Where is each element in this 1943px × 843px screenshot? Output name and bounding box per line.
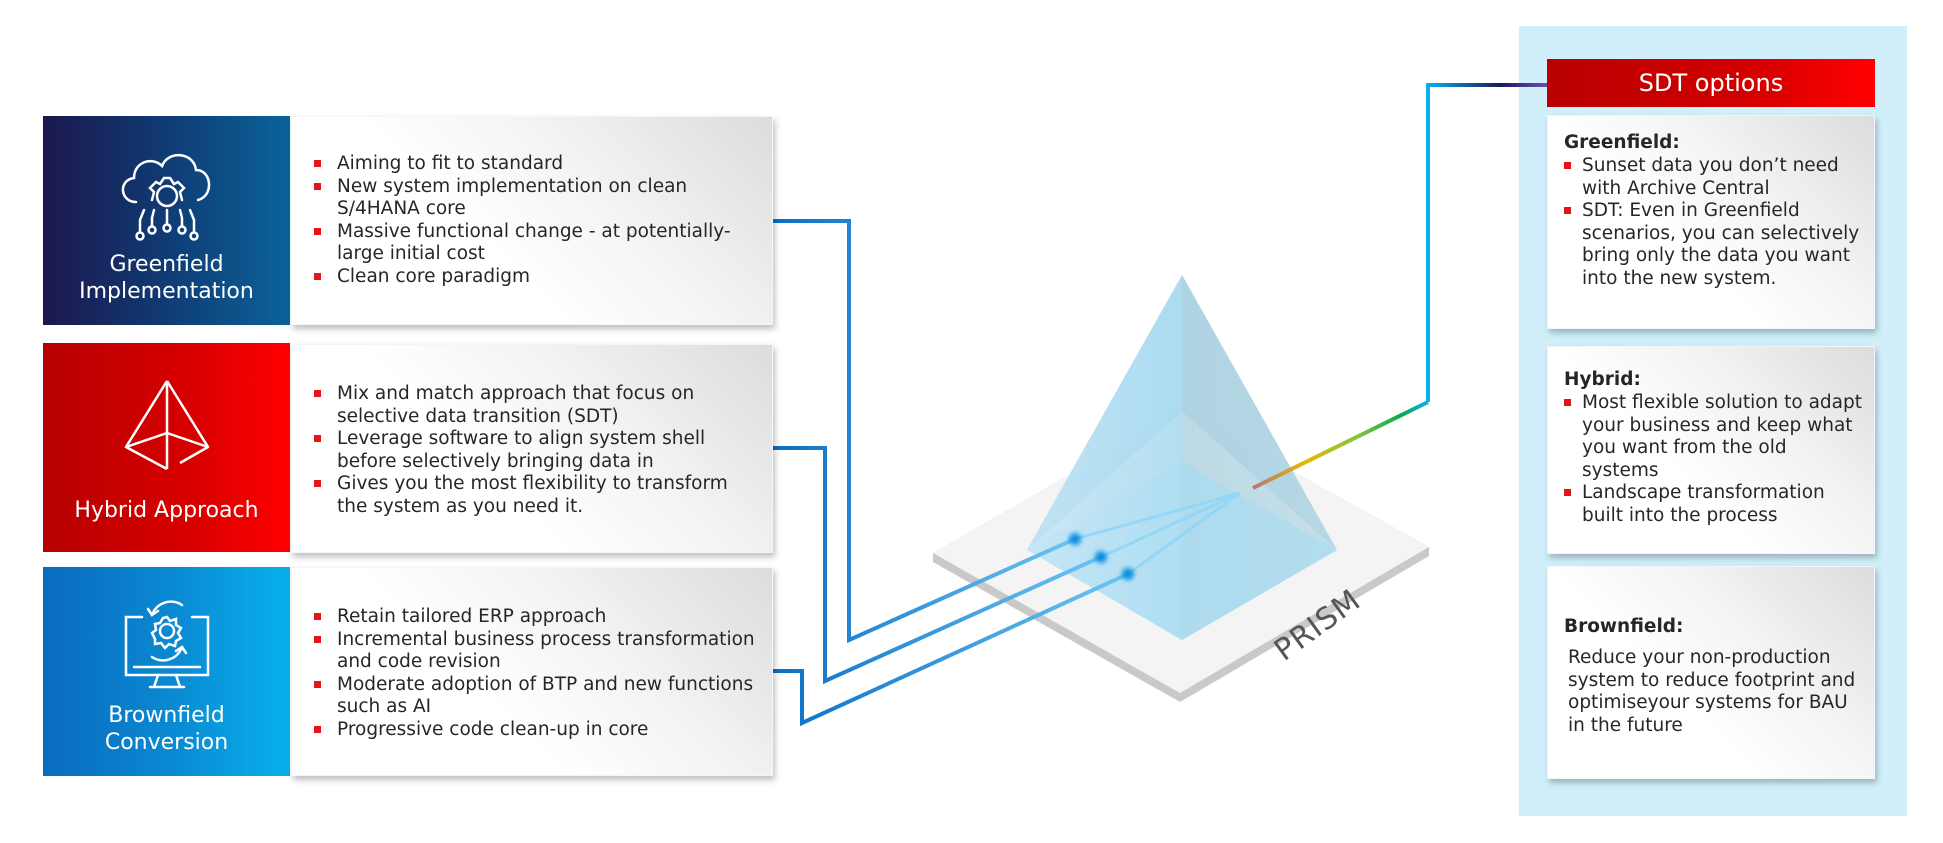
- bullet-item: SDT: Even in Greenfield scenarios, you c…: [1542, 200, 1864, 290]
- brownfield-description-card: Retain tailored ERP approach Incremental…: [291, 567, 773, 776]
- hybrid-description-card: Mix and match approach that focus on sel…: [291, 344, 773, 553]
- connector-greenfield: [773, 219, 1076, 644]
- bullet-item: Massive functional change - at potential…: [292, 221, 762, 266]
- brownfield-tile: Brownfield Conversion: [43, 567, 290, 776]
- monitor-gear-cycle-icon: [124, 600, 209, 689]
- brownfield-title-line1: Brownfield: [108, 703, 225, 728]
- connector-hybrid: [773, 446, 1102, 685]
- hybrid-tile: Hybrid Approach: [43, 343, 290, 552]
- bullet-item: New system implementation on clean S/4HA…: [292, 176, 762, 221]
- beam-dot: [1069, 533, 1081, 545]
- beam-dot: [1122, 568, 1134, 580]
- hybrid-title-line1: Hybrid Approach: [74, 498, 259, 523]
- bullet-item: Most flexible solution to adapt your bus…: [1542, 392, 1864, 482]
- beam-dot: [1095, 551, 1107, 563]
- brownfield-bullet-list: Retain tailored ERP approach Incremental…: [292, 606, 762, 741]
- bullet-item: Incremental business process transformat…: [292, 629, 762, 674]
- sdt-hybrid-heading: Hybrid:: [1564, 369, 1641, 390]
- sdt-brownfield-card: Brownfield: Reduce your non-production s…: [1547, 566, 1875, 779]
- bullet-item: Mix and match approach that focus on sel…: [292, 383, 762, 428]
- bullet-item: Gives you the most flexibility to transf…: [292, 473, 762, 518]
- bullet-item: Moderate adoption of BTP and new functio…: [292, 674, 762, 719]
- cloud-gear-circuit-icon: [121, 154, 210, 241]
- prism-shape: [1027, 275, 1337, 640]
- bullet-item: Retain tailored ERP approach: [292, 606, 762, 629]
- greenfield-title: Greenfield Implementation: [79, 251, 254, 305]
- brownfield-title-line2: Conversion: [104, 730, 229, 755]
- sdt-brownfield-heading: Brownfield:: [1564, 616, 1684, 637]
- bullet-item: Aiming to fit to standard: [292, 153, 762, 176]
- hybrid-title: Hybrid Approach: [74, 497, 258, 524]
- sdt-greenfield-bullets: Sunset data you don’t need with Archive …: [1542, 155, 1864, 290]
- prism-inner-beams: [1074, 491, 1241, 576]
- brownfield-title: Brownfield Conversion: [105, 702, 228, 756]
- sdt-hybrid-card: Hybrid: Most flexible solution to adapt …: [1547, 346, 1875, 554]
- hybrid-bullet-list: Mix and match approach that focus on sel…: [292, 383, 762, 518]
- greenfield-tile: Greenfield Implementation: [43, 116, 290, 325]
- sdt-greenfield-heading: Greenfield:: [1564, 132, 1680, 153]
- bullet-item: Progressive code clean-up in core: [292, 719, 762, 742]
- bullet-item: Landscape transformation built into the …: [1542, 482, 1864, 527]
- beam-entry-dots: [1069, 533, 1134, 580]
- sdt-greenfield-card: Greenfield: Sunset data you don’t need w…: [1547, 115, 1875, 329]
- greenfield-bullet-list: Aiming to fit to standard New system imp…: [292, 153, 762, 288]
- bullet-item: Leverage software to align system shell …: [292, 428, 762, 473]
- connector-brownfield: [773, 572, 1129, 727]
- pyramid-icon: [124, 380, 209, 471]
- bullet-item: Sunset data you don’t need with Archive …: [1542, 155, 1864, 200]
- connector-rainbow-output: [1252, 400, 1429, 490]
- greenfield-title-line2: Implementation: [79, 279, 254, 304]
- greenfield-description-card: Aiming to fit to standard New system imp…: [291, 116, 773, 325]
- greenfield-title-line1: Greenfield: [109, 252, 224, 277]
- sdt-hybrid-bullets: Most flexible solution to adapt your bus…: [1542, 392, 1864, 527]
- bullet-item: Clean core paradigm: [292, 266, 762, 289]
- sdt-brownfield-text: Reduce your non-production system to red…: [1568, 647, 1856, 736]
- sdt-options-header: SDT options: [1547, 59, 1875, 107]
